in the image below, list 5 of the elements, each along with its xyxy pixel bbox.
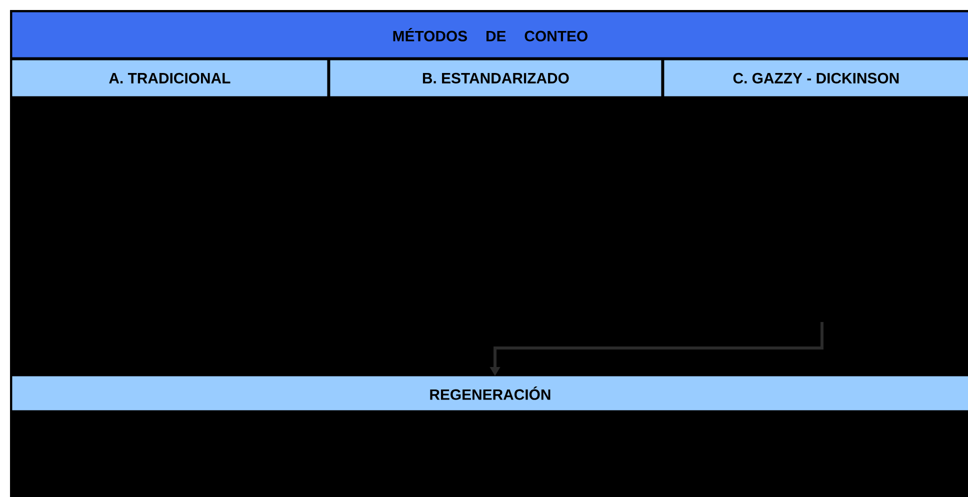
title-band: MÉTODOS DE CONTEO — [12, 12, 968, 58]
column-header: A. TRADICIONAL — [12, 60, 328, 96]
column-header: B. ESTANDARIZADO — [330, 60, 662, 96]
section-band: REGENERACIÓN — [12, 376, 968, 410]
column-header: C. GAZZY - DICKINSON — [664, 60, 968, 96]
